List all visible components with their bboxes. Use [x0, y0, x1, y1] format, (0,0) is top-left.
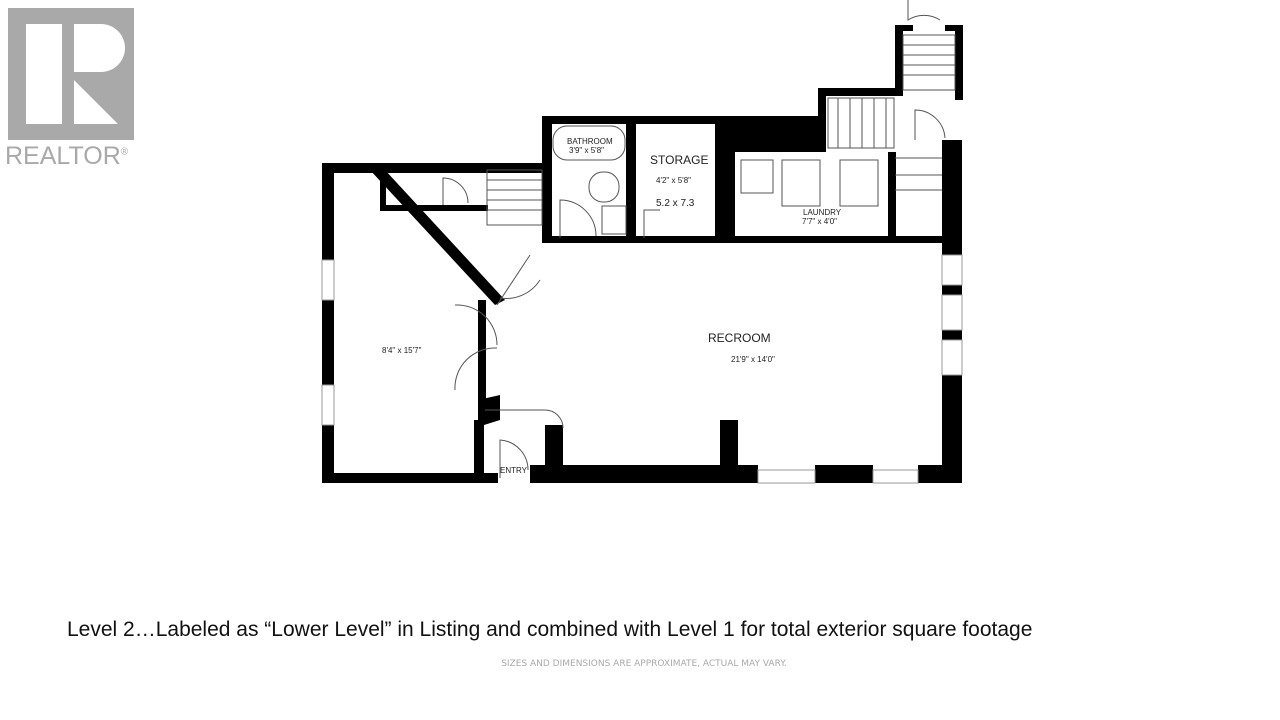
caption: Level 2…Labeled as “Lower Level” in List… — [67, 618, 1033, 641]
storage-dims: 4'2" x 5'8" — [656, 176, 691, 185]
bathroom-label: BATHROOM — [567, 137, 613, 146]
bedroom-dims: 8'4" x 15'7" — [382, 346, 422, 355]
realtor-logo-text: REALTOR® — [5, 142, 129, 170]
storage-label: STORAGE — [650, 153, 709, 167]
realtor-logo — [8, 8, 134, 140]
bathroom-dims: 3'9" x 5'8" — [569, 146, 604, 155]
recroom-dims: 21'9" x 14'0" — [731, 355, 775, 364]
recroom-label: RECROOM — [708, 331, 771, 345]
laundry-label: LAUNDRY — [803, 208, 842, 217]
entry-label: ENTRY — [500, 466, 527, 475]
storage-note: 5.2 x 7.3 — [656, 198, 695, 209]
disclaimer: SIZES AND DIMENSIONS ARE APPROXIMATE, AC… — [501, 659, 787, 669]
laundry-dims: 7'7" x 4'0" — [802, 217, 837, 226]
